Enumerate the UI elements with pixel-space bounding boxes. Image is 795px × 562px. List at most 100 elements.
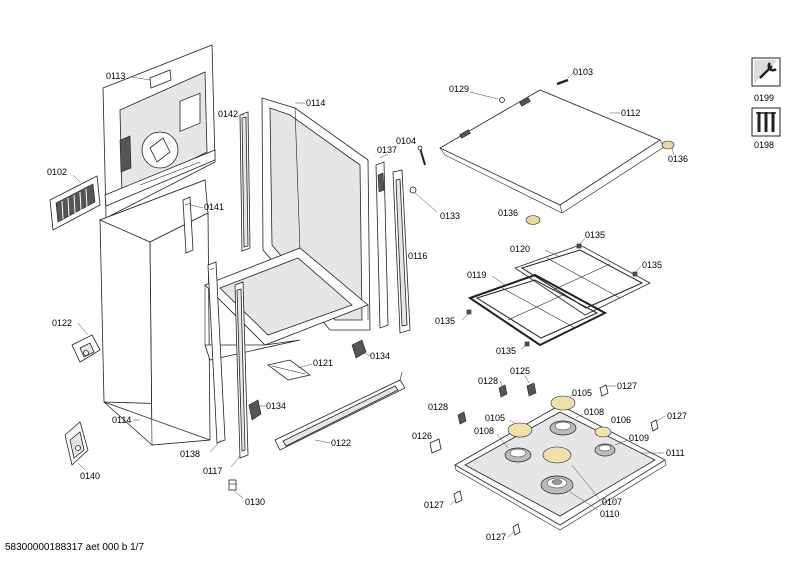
fitting-0128-top[interactable] [498, 384, 508, 398]
label-0125: 0125 [510, 366, 530, 376]
clip-0134-lower[interactable] [248, 399, 262, 421]
fitting-0127-a[interactable] [599, 384, 609, 397]
label-0117: 0117 [203, 466, 222, 476]
vent-grille[interactable] [49, 175, 101, 231]
label-0128-top: 0128 [478, 376, 498, 386]
rubber-foot-0135-c[interactable] [466, 309, 472, 315]
rubber-foot-0135-a[interactable] [576, 243, 582, 249]
glass-cover[interactable] [439, 89, 665, 214]
label-0137: 0137 [377, 145, 397, 155]
label-0103: 0103 [573, 67, 593, 77]
label-0121: 0121 [313, 358, 333, 368]
nut-0133[interactable] [409, 186, 417, 194]
label-0114-left: 0114 [112, 415, 131, 425]
label-0122-left: 0122 [52, 318, 72, 328]
label-0130: 0130 [245, 497, 265, 507]
burner-head-0108-rear[interactable] [549, 420, 577, 436]
label-0142: 0142 [218, 109, 238, 119]
fitting-0128-left[interactable] [457, 411, 467, 425]
label-0136-front: 0136 [498, 208, 518, 218]
screw-0130[interactable] [228, 479, 237, 491]
label-0108-left: 0108 [474, 426, 494, 436]
screw-set-icon[interactable] [751, 107, 781, 137]
burner-head-0109[interactable] [594, 443, 616, 457]
label-0126: 0126 [412, 431, 432, 441]
fitting-0125[interactable] [526, 382, 537, 397]
label-0112: 0112 [621, 108, 640, 118]
side-casing-left[interactable] [98, 179, 211, 446]
label-0128-left: 0128 [428, 402, 448, 412]
label-0113: 0113 [106, 71, 125, 81]
label-0134-upper: 0134 [370, 351, 390, 361]
burner-cap-0106[interactable] [594, 426, 612, 438]
burner-cap-0105-left[interactable] [507, 422, 533, 438]
side-rail-0142[interactable] [239, 111, 251, 252]
runner-rail-0121[interactable] [267, 359, 311, 381]
buffer-0136-right[interactable] [661, 140, 675, 150]
buffer-0136-front[interactable] [525, 215, 541, 225]
bracket-left[interactable] [71, 334, 101, 363]
label-0106: 0106 [611, 415, 631, 425]
oven-base-tray[interactable] [204, 247, 369, 361]
hinge-pin-0103[interactable] [556, 78, 569, 86]
adjustable-foot[interactable] [64, 421, 89, 466]
label-0108-rear: 0108 [584, 407, 604, 417]
clip-0134-upper[interactable] [351, 339, 367, 359]
front-strip-0117[interactable] [234, 281, 249, 459]
fitting-0127-b[interactable] [650, 419, 659, 432]
hob-top-tray[interactable] [454, 404, 667, 531]
pan-support-0120[interactable] [514, 244, 651, 316]
back-panel[interactable] [102, 44, 216, 219]
label-0127-a: 0127 [617, 381, 637, 391]
buffer-0129[interactable] [499, 97, 505, 103]
label-0199: 0199 [754, 93, 774, 103]
label-0134-lower: 0134 [266, 401, 286, 411]
label-0135-a: 0135 [585, 230, 605, 240]
label-0114-top: 0114 [306, 98, 325, 108]
label-0127-c: 0127 [424, 500, 444, 510]
label-0135-d: 0135 [496, 346, 516, 356]
pan-support-0119[interactable] [467, 273, 608, 347]
fitting-0126[interactable] [429, 438, 442, 454]
burner-cap-0105-rear[interactable] [550, 395, 576, 411]
rear-strip[interactable] [182, 196, 194, 254]
burner-cap-0107[interactable] [542, 446, 572, 464]
screw-0104[interactable] [417, 145, 426, 166]
label-0135-c: 0135 [435, 316, 455, 326]
label-0119: 0119 [467, 270, 486, 280]
label-0141: 0141 [204, 202, 224, 212]
label-0107: 0107 [602, 497, 622, 507]
label-0198: 0198 [754, 140, 774, 150]
label-0110: 0110 [600, 509, 619, 519]
front-strip-0138[interactable] [207, 261, 226, 444]
label-0122-long: 0122 [331, 438, 351, 448]
fitting-0127-d[interactable] [512, 523, 521, 536]
label-0133: 0133 [440, 211, 460, 221]
bracket-long[interactable] [274, 371, 406, 451]
rubber-foot-0135-b[interactable] [632, 271, 638, 277]
label-0120: 0120 [510, 244, 530, 254]
label-0102: 0102 [47, 167, 67, 177]
label-0127-d: 0127 [486, 532, 506, 542]
label-0116: 0116 [408, 251, 427, 261]
label-0140: 0140 [80, 471, 100, 481]
rubber-foot-0135-d[interactable] [524, 341, 530, 347]
fitting-0127-c[interactable] [453, 490, 463, 504]
side-rail-0116[interactable] [392, 169, 411, 334]
label-0136-right: 0136 [668, 154, 688, 164]
label-0138: 0138 [180, 449, 200, 459]
label-0105-left: 0105 [485, 413, 505, 423]
side-rail-0137[interactable] [375, 161, 389, 329]
document-code: 58300000188317 aet 000 b 1/7 [5, 542, 145, 553]
label-0111: 0111 [666, 448, 685, 458]
label-0127-b: 0127 [667, 411, 687, 421]
burner-head-0108-left[interactable] [504, 447, 532, 463]
label-0129: 0129 [449, 84, 469, 94]
burner-head-0110[interactable] [540, 475, 574, 495]
label-0105-rear: 0105 [572, 388, 592, 398]
label-0109: 0109 [629, 433, 649, 443]
label-0104: 0104 [396, 136, 416, 146]
label-0135-b: 0135 [642, 260, 662, 270]
service-tool-icon[interactable] [751, 57, 781, 87]
